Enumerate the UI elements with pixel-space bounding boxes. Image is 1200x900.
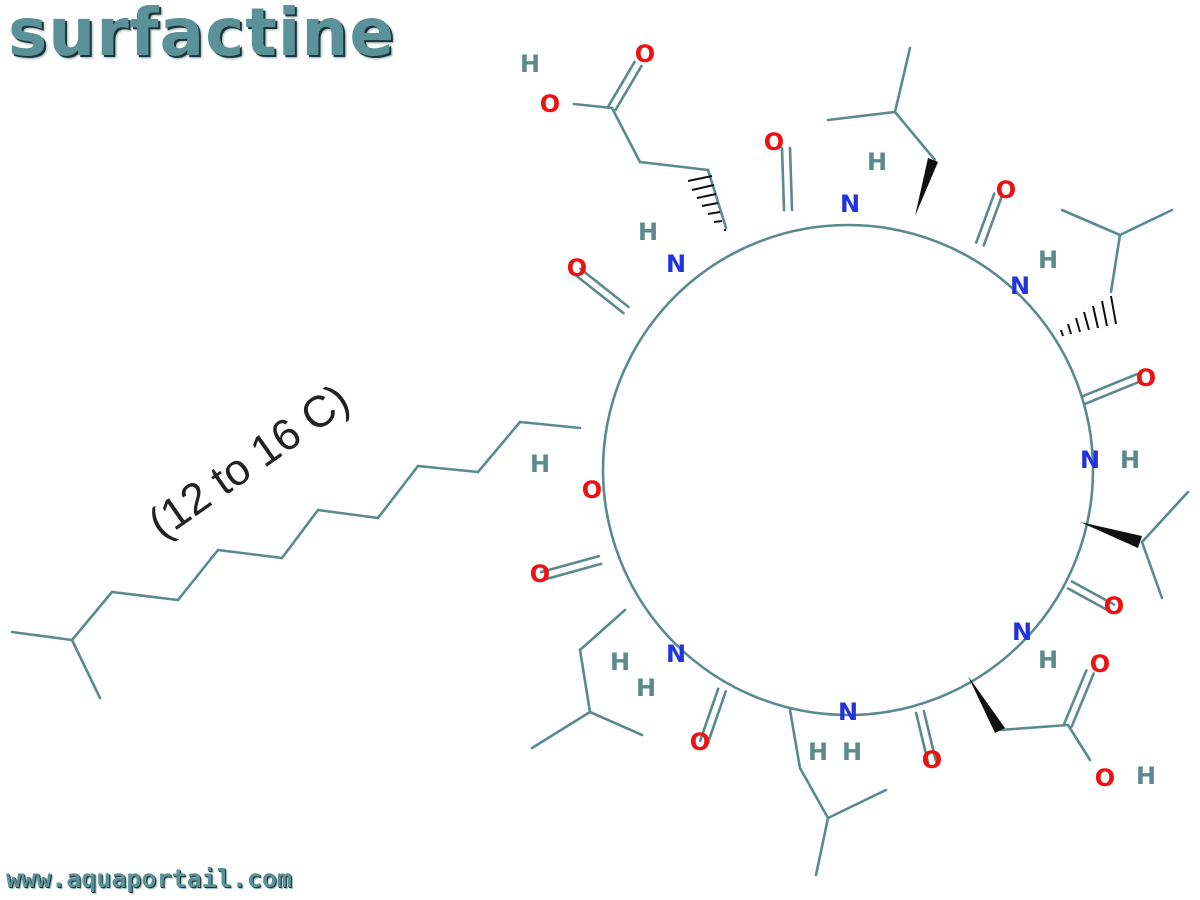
fatty-chain (416, 464, 480, 474)
chain-length-label: (12 to 16 C) (140, 375, 358, 548)
carbonyl-bond (982, 195, 1004, 247)
leu-side-chain (1060, 208, 1122, 237)
leu-side-chain (893, 46, 912, 114)
oxygen-atom: O (1090, 650, 1110, 678)
nitrogen-atom: N (666, 250, 686, 278)
nitrogen-atom: N (666, 640, 686, 668)
nitrogen-atom: N (838, 698, 858, 726)
fatty-chain (518, 420, 582, 430)
oxygen-atom: O (690, 728, 710, 756)
hydrogen-atom: H (530, 450, 550, 478)
hydroxyl-oxygen: O (540, 90, 560, 118)
fatty-chain (476, 420, 522, 474)
macrocycle-ring (601, 223, 1095, 717)
oxygen-atom: O (996, 176, 1016, 204)
stereo-wedges (687, 158, 1142, 733)
ester-oxygen: O (582, 476, 602, 504)
glu-side-chain (706, 168, 728, 230)
oxygen-atom: O (1136, 364, 1156, 392)
glu-side-chain (572, 102, 614, 110)
nitrogen-atom: N (840, 190, 860, 218)
hydrogen-atom: H (636, 674, 656, 702)
carbonyl-bond (974, 192, 996, 244)
carbonyl-bond (539, 554, 601, 574)
fatty-chain (376, 464, 420, 520)
hydrogen-atom: H (1120, 446, 1140, 474)
hydrogen-atom: H (520, 50, 540, 78)
carbonyl-bond (1070, 580, 1116, 606)
hydrogen-atom: H (1038, 246, 1058, 274)
carbonyl-bond (1084, 380, 1141, 406)
page-title: surfactine (8, 0, 396, 71)
leu-side-chain (788, 708, 802, 770)
leu-side-chain (798, 766, 830, 820)
carbonyl-bond (922, 709, 938, 763)
fatty-chain (176, 548, 220, 602)
asp-side-chain (1066, 723, 1092, 762)
hydrogen-atom: H (638, 218, 658, 246)
fatty-chain (110, 590, 180, 602)
leu-side-chain (588, 710, 644, 737)
leu-side-chain (578, 648, 592, 714)
wedge-bond (915, 158, 938, 216)
oxygen-atom: O (764, 128, 784, 156)
oxygen-atom: O (635, 40, 655, 68)
val-side-chain (1140, 490, 1190, 544)
hydrogen-atom: H (1136, 762, 1156, 790)
hydroxyl-oxygen: O (1095, 764, 1115, 792)
carbonyl-bond (614, 64, 643, 112)
oxygen-atom: O (567, 254, 587, 282)
carbonyl-bond (1070, 672, 1095, 728)
hydrogen-atom: H (808, 738, 828, 766)
leu-side-chain (1118, 208, 1174, 237)
hydrogen-atom: H (842, 738, 862, 766)
bond-lines (10, 46, 1190, 877)
carbonyl-bond (788, 146, 794, 212)
fatty-chain (70, 638, 102, 700)
hashed-wedge-bond (1060, 295, 1117, 337)
fatty-chain (216, 548, 284, 560)
hydrogen-atom: H (610, 648, 630, 676)
leu-side-chain (893, 110, 937, 162)
carbonyl-bond (1066, 587, 1112, 613)
site-url: www.aquaportail.com (6, 864, 292, 893)
carbonyl-bond (698, 687, 720, 742)
nitrogen-atom: N (1080, 446, 1100, 474)
carbonyl-bond (914, 711, 930, 765)
carbonyl-bond (607, 60, 636, 108)
asp-side-chain (998, 723, 1070, 732)
nitrogen-atom: N (1010, 272, 1030, 300)
fatty-chain (70, 590, 114, 642)
glu-side-chain (610, 106, 642, 164)
carbonyl-bond (541, 562, 603, 582)
leu-side-chain (814, 816, 830, 877)
wedge-bond (1080, 522, 1142, 548)
carbonyl-bond (1081, 372, 1138, 398)
oxygen-atom: O (922, 746, 942, 774)
leu-side-chain (826, 110, 897, 122)
carbonyl-bond (706, 690, 728, 745)
wedge-bond (968, 676, 1005, 733)
leu-side-chain (530, 710, 592, 750)
fatty-chain (316, 508, 380, 520)
hydrogen-atom: H (867, 148, 887, 176)
carbonyl-bond (1063, 669, 1088, 725)
hashed-wedge-bond (687, 175, 726, 231)
leu-side-chain (578, 608, 627, 652)
glu-side-chain (638, 160, 710, 172)
leu-side-chain (826, 788, 888, 820)
nitrogen-atom: N (1012, 618, 1032, 646)
carbonyl-bond (780, 146, 786, 212)
leu-side-chain (1109, 233, 1122, 294)
hydrogen-atom: H (1038, 646, 1058, 674)
carbonyl-bond (574, 273, 625, 315)
oxygen-atom: O (1104, 592, 1124, 620)
oxygen-atom: O (530, 560, 550, 588)
val-side-chain (1140, 540, 1164, 600)
fatty-chain (10, 630, 74, 642)
carbonyl-bond (579, 267, 630, 309)
fatty-chain (280, 508, 320, 560)
